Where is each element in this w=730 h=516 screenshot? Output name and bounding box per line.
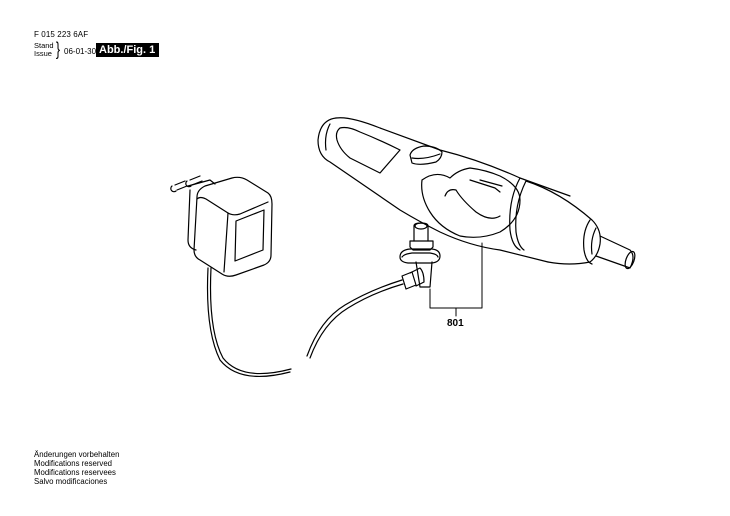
callout-leader-801 (429, 242, 483, 317)
note-french: Modifications reservees (34, 468, 116, 477)
cordless-screwdriver-illustration (317, 117, 636, 270)
connector-plug-illustration (399, 222, 441, 290)
modifications-notice: Änderungen vorbehalten Modifications res… (34, 450, 119, 486)
note-spanish: Salvo modificaciones (34, 477, 108, 486)
note-english: Modifications reserved (34, 459, 113, 468)
issue-date: 06-01-30 (64, 47, 97, 56)
document-number: F 015 223 6AF (34, 30, 89, 39)
figure-label: Abb./Fig. 1 (96, 43, 160, 57)
charging-cable-illustration (206, 267, 404, 378)
issue-label: Issue (34, 49, 52, 58)
note-german: Änderungen vorbehalten (34, 450, 120, 459)
callout-label-801: 801 (447, 318, 464, 329)
stand-issue-labels: Stand Issue (34, 42, 54, 58)
charger-illustration (170, 175, 273, 277)
brace-icon: } (55, 39, 61, 59)
stand-label: Stand (34, 41, 54, 50)
